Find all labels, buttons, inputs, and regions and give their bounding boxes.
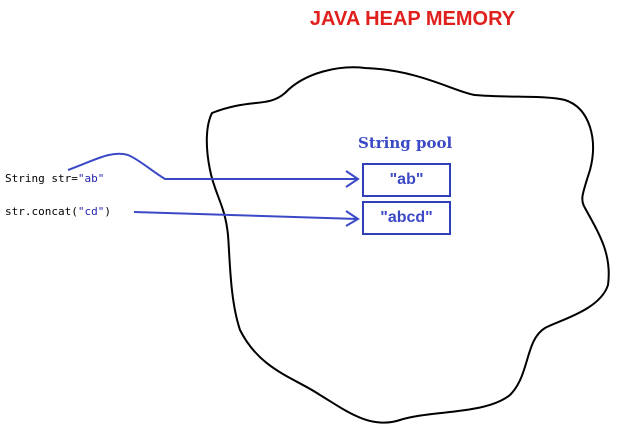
reference-arrow-abcd <box>133 211 359 220</box>
arrowhead-abcd <box>345 210 360 227</box>
arrowhead-ab <box>345 170 360 188</box>
reference-arrow-ab <box>67 152 358 180</box>
code-concat-text: str.concat( <box>5 205 78 218</box>
diagram-title: JAVA HEAP MEMORY <box>309 8 516 30</box>
pool-cell-abcd: "abcd" <box>362 201 451 235</box>
pool-cell-ab: "ab" <box>362 163 451 197</box>
code-declaration-text: String str= <box>5 172 78 185</box>
code-literal-cd: "cd" <box>77 205 105 218</box>
code-line-concat: str.concat("cd") <box>5 205 111 218</box>
heap-outline <box>205 66 610 424</box>
code-literal-ab: "ab" <box>77 172 105 185</box>
string-pool-label: String pool <box>358 134 453 152</box>
code-concat-close: ) <box>104 205 111 218</box>
code-line-declaration: String str="ab" <box>5 172 104 185</box>
